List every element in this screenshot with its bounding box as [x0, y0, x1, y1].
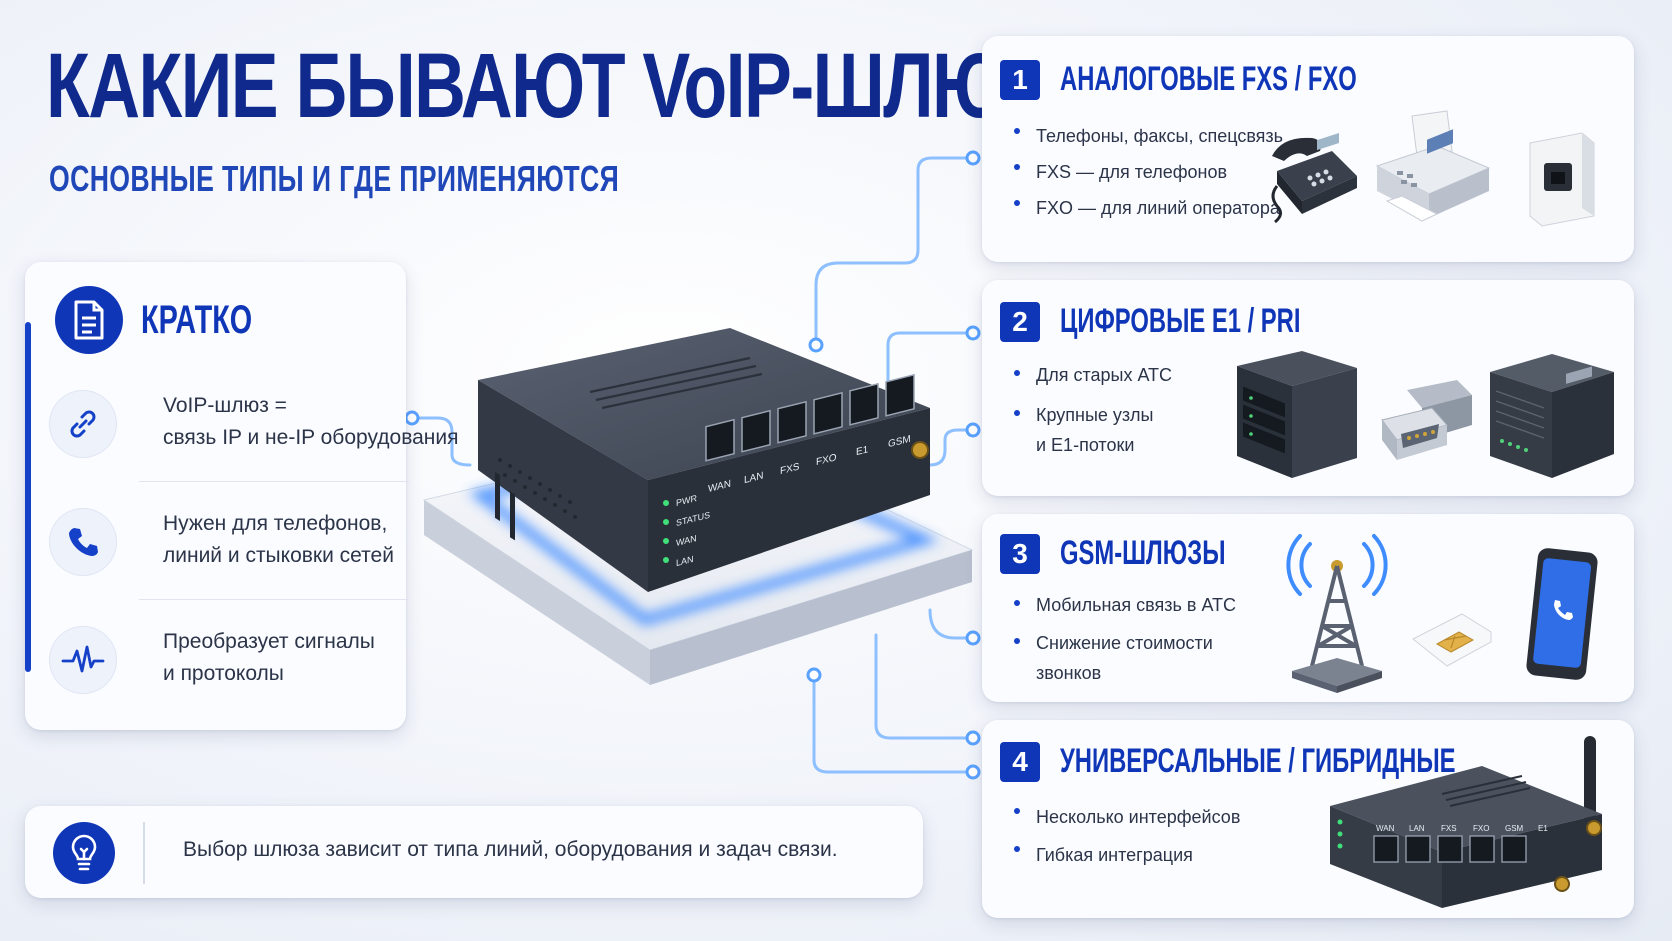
summary-item-text: Преобразует сигналы и протоколы: [163, 630, 375, 685]
type-card-hybrid: 4 УНИВЕРСАЛЬНЫЕ / ГИБРИДНЫЕ Несколько ин…: [982, 720, 1634, 918]
e1-unit-icon: [1490, 354, 1614, 478]
type-bullets: Мобильная связь в АТС Снижение стоимости…: [1012, 590, 1236, 688]
waveform-icon: [49, 626, 117, 694]
summary-item: Нужен для телефонов, линий и стыковки се…: [49, 500, 394, 590]
type-card-analog: 1 АНАЛОГОВЫЕ FXS / FXO Телефоны, факсы, …: [982, 36, 1634, 262]
port-label: LAN: [744, 470, 763, 486]
desk-phone-icon: [1271, 132, 1357, 224]
bullet-item: FXS — для телефонов: [1012, 154, 1283, 190]
lightbulb-icon: [53, 822, 115, 884]
summary-item-text: VoIP-шлюз = связь IP и не-IP оборудовани…: [163, 394, 459, 449]
divider: [143, 822, 145, 884]
summary-heading: КРАТКО: [141, 298, 253, 342]
type-bullets: Несколько интерфейсов Гибкая интеграция: [1012, 798, 1240, 874]
summary-item: VoIP-шлюз = связь IP и не-IP оборудовани…: [49, 382, 459, 472]
type-title: АНАЛОГОВЫЕ FXS / FXO: [1060, 60, 1357, 98]
tip-card: Выбор шлюза зависит от типа линий, обору…: [25, 806, 923, 898]
type-card-gsm: 3 GSM-ШЛЮЗЫ Мобильная связь в АТС Снижен…: [982, 514, 1634, 702]
summary-accent-bar: [25, 322, 31, 672]
bullet-item: Телефоны, факсы, спецсвязь: [1012, 118, 1283, 154]
document-icon: [55, 286, 123, 354]
summary-item: Преобразует сигналы и протоколы: [49, 618, 389, 708]
type-title: УНИВЕРСАЛЬНЫЕ / ГИБРИДНЫЕ: [1060, 742, 1456, 780]
bullet-item: Гибкая интеграция: [1012, 836, 1240, 874]
sim-card-icon: [1412, 613, 1492, 667]
type-number: 4: [1000, 742, 1040, 782]
type-number: 2: [1000, 302, 1040, 342]
bullet-item: Несколько интерфейсов: [1012, 798, 1240, 836]
bullet-item: Мобильная связь в АТС: [1012, 590, 1236, 620]
page-subtitle: ОСНОВНЫЕ ТИПЫ И ГДЕ ПРИМЕНЯЮТСЯ: [49, 158, 620, 199]
type-bullets: Для старых АТС Крупные узлы и E1-потоки: [1012, 360, 1172, 460]
bullet-item: Для старых АТС: [1012, 360, 1172, 390]
type-bullets: Телефоны, факсы, спецсвязь FXS — для тел…: [1012, 118, 1283, 226]
port-label: GSM: [1505, 824, 1524, 833]
wall-socket-icon: [1529, 132, 1595, 227]
port-label: E1: [1538, 824, 1548, 833]
smartphone-icon: [1526, 548, 1598, 680]
pbx-rack-icon: [1237, 351, 1357, 478]
port-label: LAN: [1409, 824, 1425, 833]
type-card-digital: 2 ЦИФРОВЫЕ E1 / PRI Для старых АТС Крупн…: [982, 280, 1634, 496]
type-title: ЦИФРОВЫЕ E1 / PRI: [1060, 302, 1301, 340]
summary-item-text: Нужен для телефонов, линий и стыковки се…: [163, 512, 394, 567]
page-title: КАКИЕ БЫВАЮТ VoIP-ШЛЮЗЫ: [46, 35, 1118, 137]
hybrid-gateway-icon: WAN LAN FXS FXO GSM E1: [1330, 736, 1602, 908]
db9-connector-icon: [1381, 380, 1472, 460]
voip-gateway-device: PWR STATUS WAN LAN WAN LAN FXS FXO E1 GS…: [422, 328, 974, 685]
port-label: FXS: [780, 461, 800, 477]
fax-machine-icon: [1375, 110, 1491, 222]
cell-tower-icon: [1286, 534, 1388, 693]
type-number: 3: [1000, 534, 1040, 574]
port-label: FXS: [1441, 824, 1457, 833]
led-label: LAN: [676, 554, 693, 568]
link-icon: [49, 390, 117, 458]
type-title: GSM-ШЛЮЗЫ: [1060, 534, 1226, 572]
bullet-item: Снижение стоимости звонков: [1012, 628, 1236, 688]
port-label: FXO: [1473, 824, 1489, 833]
phone-icon: [49, 508, 117, 576]
divider: [139, 481, 409, 482]
bullet-item: Крупные узлы и E1-потоки: [1012, 400, 1172, 460]
type-number: 1: [1000, 60, 1040, 100]
bullet-item: FXO — для линий оператора: [1012, 190, 1283, 226]
port-label: E1: [856, 444, 869, 458]
port-label: WAN: [1376, 824, 1395, 833]
tip-text: Выбор шлюза зависит от типа линий, обору…: [183, 838, 838, 861]
divider: [139, 599, 409, 600]
summary-card: КРАТКО VoIP-шлюз = связь IP и не-IP обор…: [25, 262, 459, 730]
port-label: FXO: [816, 452, 837, 468]
